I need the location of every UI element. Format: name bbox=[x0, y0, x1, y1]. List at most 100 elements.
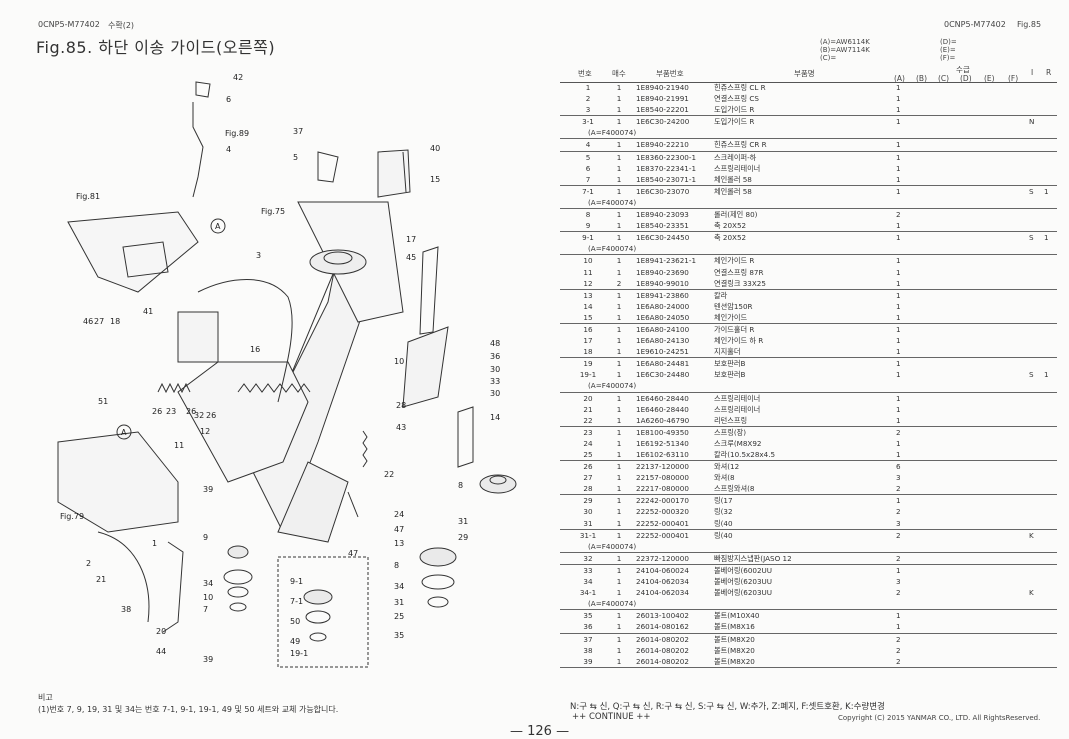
callout-label: 26 bbox=[206, 411, 216, 420]
cell-a: 1 bbox=[896, 404, 901, 414]
cell-no: 7-1 bbox=[582, 186, 594, 196]
cell-qty: 1 bbox=[616, 462, 622, 472]
callout-label: 15 bbox=[430, 175, 440, 184]
cell-desc: 힌쥬스프링 CR R bbox=[714, 140, 767, 150]
cell-k: K bbox=[1029, 530, 1034, 540]
cell-qty: 1 bbox=[616, 174, 622, 184]
exploded-parts-diagram: Fig.89 Fig.81 Fig.75 Fig.79 A A 42643754… bbox=[57, 73, 517, 668]
cell-a: 1 bbox=[896, 186, 901, 196]
cell-a: 1 bbox=[896, 622, 901, 632]
cell-qty: 1 bbox=[616, 140, 622, 150]
callout-label: 16 bbox=[250, 345, 260, 354]
footer-continue: ++ CONTINUE ++ bbox=[572, 712, 651, 722]
th-desc: 부품명 bbox=[794, 69, 815, 78]
cell-a: 1 bbox=[896, 301, 901, 311]
cell-no: 2 bbox=[585, 94, 591, 104]
cell-a: 1 bbox=[896, 347, 901, 357]
notes-text: (1)번호 7, 9, 19, 31 및 34는 번호 7-1, 9-1, 19… bbox=[38, 705, 339, 714]
cell-part-no: 1A6260-46790 bbox=[636, 415, 690, 425]
cell-a: 3 bbox=[896, 518, 901, 528]
fig-ref-79: Fig.79 bbox=[60, 512, 84, 521]
cell-part-no: 22217-080000 bbox=[636, 484, 689, 494]
cell-qty: 1 bbox=[616, 83, 622, 92]
cell-part-no: 1E6102-63110 bbox=[636, 450, 689, 459]
cell-no: 26 bbox=[583, 462, 593, 472]
cell-qty: 1 bbox=[616, 370, 622, 380]
callout-label: 26 bbox=[152, 407, 162, 416]
alt-code: (A=F400074) bbox=[588, 381, 637, 391]
cell-part-no: 26014-080162 bbox=[636, 622, 689, 632]
page-title: Fig.85. 하단 이송 가이드(오른쪽) bbox=[36, 38, 276, 57]
cell-no: 34-1 bbox=[579, 588, 597, 598]
callout-label: 43 bbox=[396, 423, 406, 432]
cell-part-no: 1E6A80-24481 bbox=[636, 359, 690, 369]
callout-label: 44 bbox=[156, 647, 166, 656]
cell-desc: 링(40 bbox=[714, 530, 733, 540]
cell-desc: 칼라 bbox=[714, 290, 728, 300]
cell-qty: 1 bbox=[616, 359, 622, 369]
cell-desc: 볼베어링(6203UU bbox=[714, 588, 773, 598]
callout-label: 8 bbox=[458, 481, 463, 490]
cell-qty: 1 bbox=[616, 117, 622, 127]
cell-desc: 도입가이드 R bbox=[714, 117, 755, 127]
cell-a: 3 bbox=[896, 577, 901, 587]
cell-no: 21 bbox=[583, 404, 593, 414]
cell-no: 7 bbox=[585, 174, 591, 184]
cell-qty: 1 bbox=[616, 221, 622, 231]
cell-qty: 1 bbox=[616, 267, 622, 277]
cell-qty: 1 bbox=[616, 210, 622, 220]
header-right-code: 0CNP5-M77402 bbox=[944, 20, 1006, 29]
callout-label: 39 bbox=[203, 655, 213, 664]
cell-qty: 1 bbox=[616, 656, 622, 666]
cell-qty: 1 bbox=[616, 622, 622, 632]
cell-part-no: 1E8360-22300-1 bbox=[636, 152, 697, 162]
alt-code: (A=F400074) bbox=[588, 128, 637, 138]
cell-desc: 칼라(10.5x28x4.5 bbox=[714, 450, 776, 459]
cell-desc: 체인롤러 58 bbox=[714, 174, 752, 184]
callout-label: 10 bbox=[203, 593, 213, 602]
legend-f: (F)= bbox=[940, 54, 956, 62]
callout-label: 40 bbox=[430, 144, 440, 153]
cell-no: 35 bbox=[583, 611, 593, 621]
legend-e: (E)= bbox=[940, 46, 956, 54]
cell-part-no: 1E6460-28440 bbox=[636, 404, 689, 414]
page-number: — 126 — bbox=[510, 724, 570, 739]
cell-a: 1 bbox=[896, 267, 901, 277]
callout-label: 24 bbox=[394, 510, 404, 519]
notes-title: 비고 bbox=[38, 693, 53, 702]
cell-qty: 1 bbox=[616, 530, 622, 540]
cell-no: 12 bbox=[583, 278, 593, 288]
fig-ref-81: Fig.81 bbox=[76, 192, 100, 201]
ref-circle-a-top-label: A bbox=[215, 222, 221, 231]
cell-desc: 스프링리테이너 bbox=[714, 404, 761, 414]
callout-label: 34 bbox=[394, 582, 404, 591]
cell-a: 1 bbox=[896, 174, 901, 184]
cell-part-no: 1E8941-23860 bbox=[636, 290, 689, 300]
cell-a: 1 bbox=[896, 336, 901, 346]
cell-no: 33 bbox=[583, 565, 593, 575]
cell-desc: 링(17 bbox=[714, 496, 733, 506]
cell-desc: 도입가이드 R bbox=[714, 105, 755, 115]
cell-part-no: 1E6C30-24480 bbox=[636, 370, 690, 380]
cell-a: 2 bbox=[896, 656, 901, 666]
cell-desc: 스프링리테이너 bbox=[714, 163, 761, 173]
cell-desc: 볼베어링(6203UU bbox=[714, 577, 773, 587]
footer-copyright: Copyright (C) 2015 YANMAR CO., LTD. All … bbox=[838, 714, 1041, 722]
cell-part-no: 22137-120000 bbox=[636, 462, 689, 472]
callout-label: 9 bbox=[203, 533, 208, 542]
cell-k: K bbox=[1029, 588, 1034, 598]
cell-a: 1 bbox=[896, 438, 901, 448]
cell-no: 10 bbox=[583, 256, 593, 266]
cell-qty: 1 bbox=[616, 256, 622, 266]
